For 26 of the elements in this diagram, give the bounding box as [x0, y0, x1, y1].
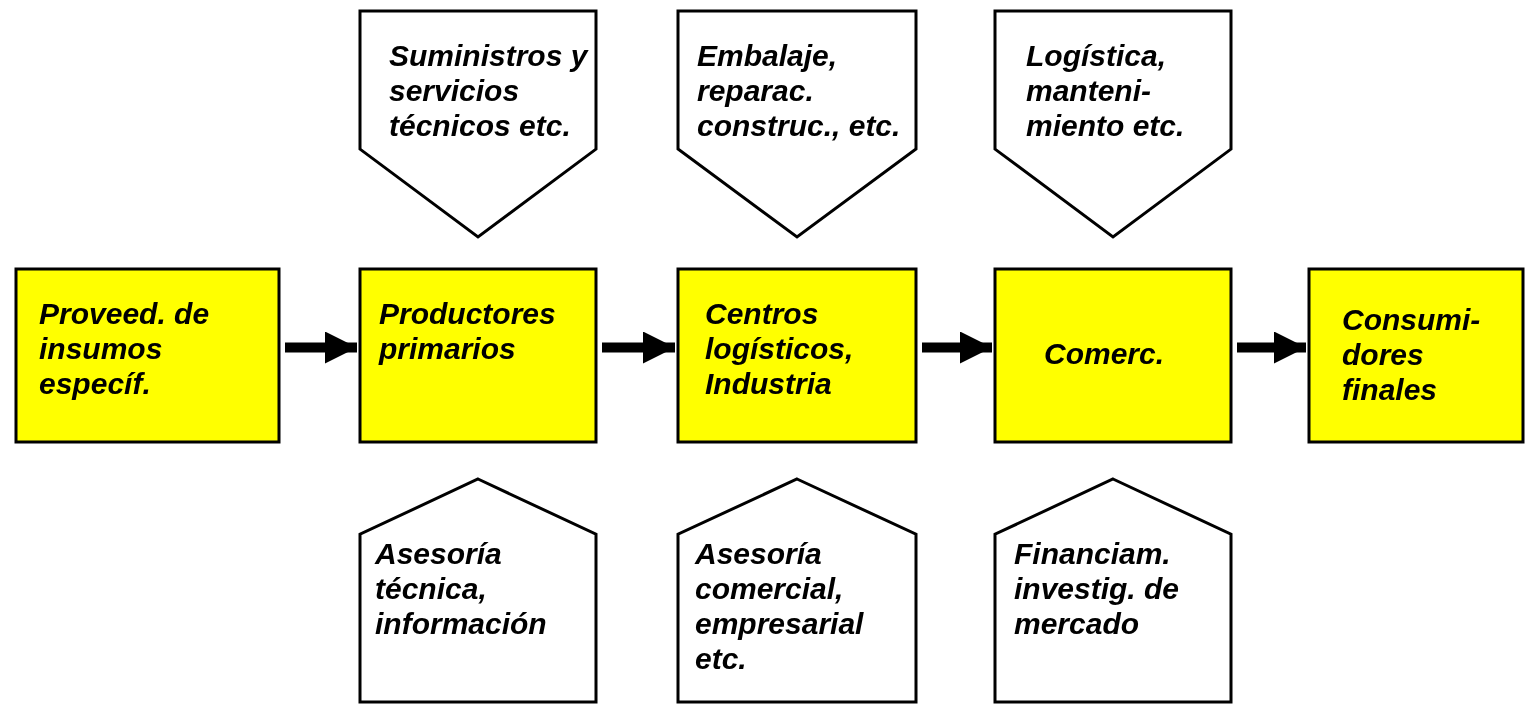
process-box: [15, 268, 280, 443]
arrow: [1237, 331, 1306, 364]
down-pentagon-box: [994, 10, 1232, 238]
up-pentagon-box: [359, 478, 597, 703]
node-label: Comerc.: [1044, 336, 1166, 372]
node-label: Suministros y servicios técnicos etc.: [389, 38, 589, 144]
node-label: Consumi- dores finales: [1342, 302, 1482, 408]
arrow: [922, 331, 992, 364]
down-pentagon-box: [677, 10, 917, 238]
up-pentagon-box: [677, 478, 917, 703]
node-label: Proveed. de insumos específ.: [39, 296, 211, 402]
node-label: Productores primarios: [379, 296, 557, 367]
down-pentagon-box: [359, 10, 597, 238]
process-box: [677, 268, 917, 443]
up-pentagon-box: [994, 478, 1232, 703]
node-label: Asesoría técnica, información: [375, 536, 548, 642]
process-box: [994, 268, 1232, 443]
process-box: [1308, 268, 1524, 443]
arrow: [285, 331, 357, 364]
process-box: [359, 268, 597, 443]
node-label: Asesoría comercial, empresarial etc.: [695, 536, 865, 677]
arrow: [602, 331, 675, 364]
node-label: Financiam. investig. de mercado: [1014, 536, 1181, 642]
node-label: Centros logísticos, Industria: [705, 296, 855, 402]
node-label: Logística, manteni- miento etc.: [1026, 38, 1186, 144]
node-label: Embalaje, reparac. construc., etc.: [697, 38, 902, 144]
